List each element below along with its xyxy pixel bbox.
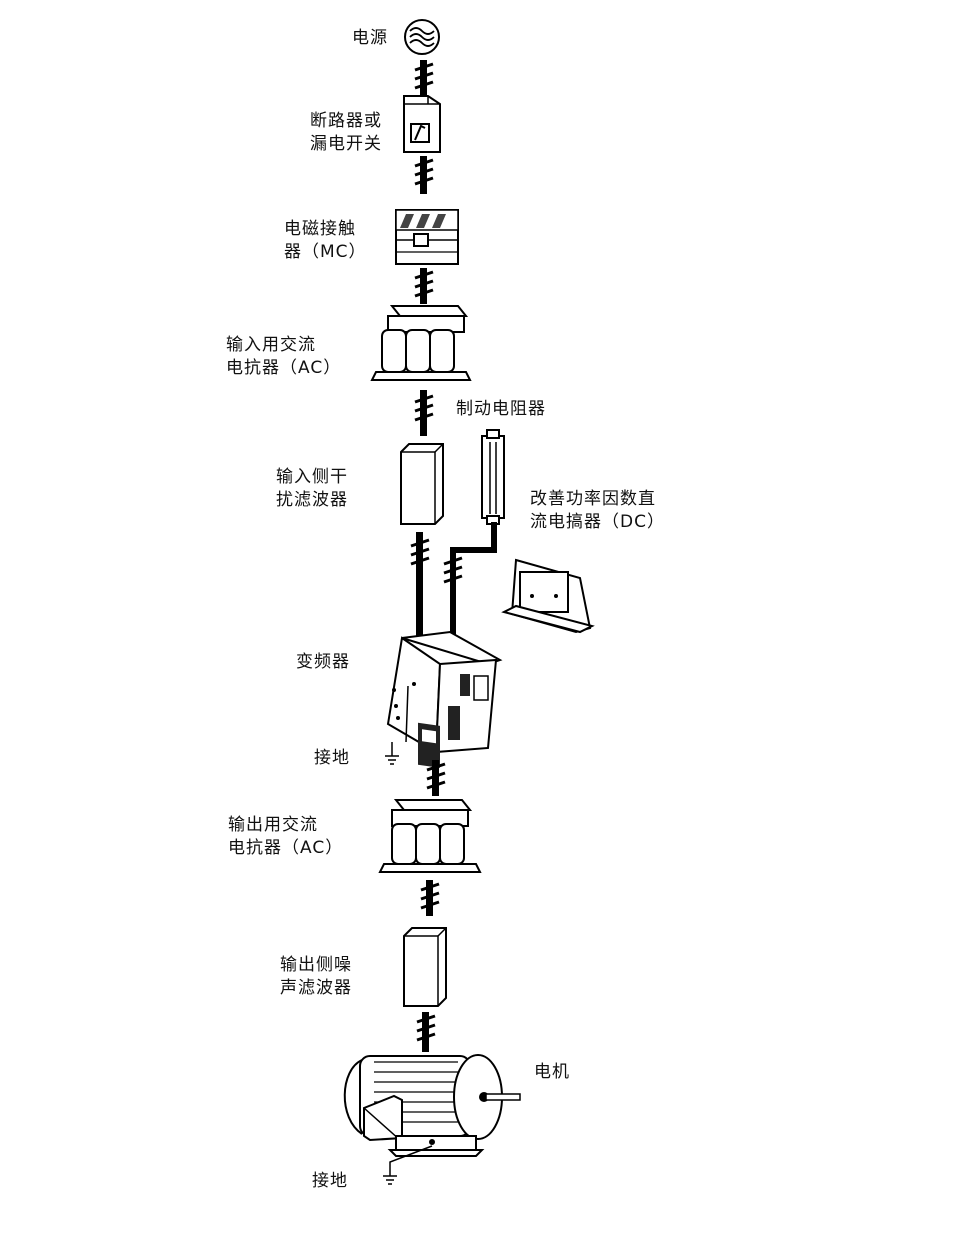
output-filter-icon — [403, 927, 447, 1007]
motor-icon — [343, 1054, 521, 1157]
braking-resistor-icon — [481, 429, 505, 525]
inverter-ground-label: 接地 — [314, 748, 350, 768]
breaker-icon — [403, 95, 441, 153]
inverter-icon — [386, 630, 503, 768]
input-filter-icon — [400, 443, 444, 525]
inverter-label: 变频器 — [296, 652, 350, 672]
cable-2 — [413, 156, 435, 194]
cable-resistor — [442, 522, 497, 638]
output-reactor-icon — [378, 799, 482, 873]
input-filter-label: 输入侧干 扰滤波器 — [276, 467, 348, 510]
ac-source-icon — [404, 19, 440, 55]
output-reactor-label: 输出用交流 电抗器（AC） — [228, 815, 344, 858]
motor-label: 电机 — [534, 1062, 570, 1082]
cable-4 — [413, 390, 435, 436]
contactor-icon — [395, 209, 459, 265]
breaker-label: 断路器或 漏电开关 — [310, 111, 382, 154]
cable-6 — [425, 760, 447, 796]
motor-ground-icon — [383, 1145, 433, 1185]
cable-5 — [409, 532, 431, 638]
dc-reactor-icon — [501, 558, 595, 634]
motor-ground-label: 接地 — [312, 1171, 348, 1191]
braking-resistor-label: 制动电阻器 — [456, 399, 546, 419]
cable-3 — [413, 268, 435, 304]
cable-8 — [415, 1012, 437, 1052]
dc-reactor-label: 改善功率因数直 流电搞器（DC） — [530, 489, 665, 532]
power-source-label: 电源 — [352, 28, 388, 48]
contactor-label: 电磁接触 器（MC） — [284, 219, 367, 262]
cable-1 — [413, 60, 435, 95]
ground-icon — [385, 742, 399, 765]
input-reactor-icon — [370, 305, 472, 381]
cable-7 — [419, 880, 441, 916]
output-filter-label: 输出侧噪 声滤波器 — [280, 955, 352, 998]
input-reactor-label: 输入用交流 电抗器（AC） — [226, 335, 342, 378]
